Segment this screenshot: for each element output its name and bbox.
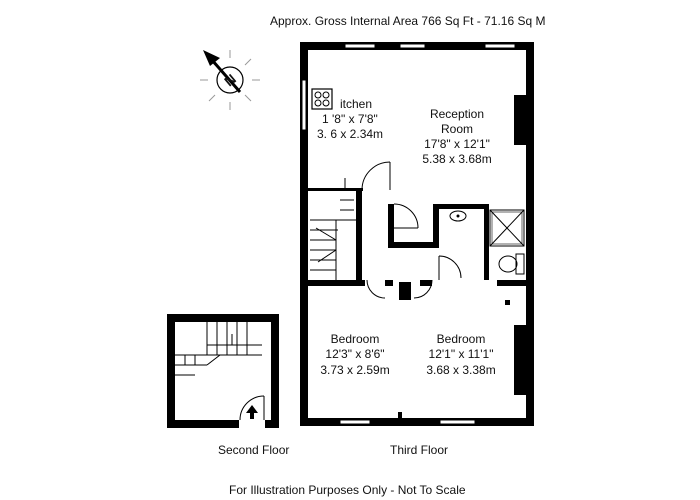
reception-metric: 5.38 x 3.68m <box>422 152 491 166</box>
bedroom1-imperial: 12'3" x 8'6" <box>325 347 384 361</box>
area-label: Approx. Gross Internal Area 766 Sq Ft - … <box>270 14 545 28</box>
bedroom1-name: Bedroom <box>331 332 380 346</box>
window <box>339 419 371 425</box>
bedroom2-imperial: 12'1" x 11'1" <box>429 347 494 361</box>
window <box>484 43 516 49</box>
window <box>301 79 307 131</box>
third-floor-plan: itchen 1 '8" x 7'8" 3. 6 x 2.34m Recepti… <box>300 42 534 426</box>
reception-name-line2: Room <box>441 122 473 136</box>
reception-imperial: 17'8" x 12'1" <box>424 137 490 151</box>
bedroom2-name: Bedroom <box>437 332 486 346</box>
window <box>399 43 426 49</box>
third-floor-label: Third Floor <box>390 443 448 457</box>
compass-icon: N <box>200 50 260 110</box>
kitchen-name: itchen <box>340 97 372 111</box>
staircase <box>310 199 356 282</box>
second-floor-plan <box>167 314 279 428</box>
bedroom2-metric: 3.68 x 3.38m <box>426 363 495 377</box>
second-floor-label: Second Floor <box>218 443 289 457</box>
kitchen-imperial: 1 '8" x 7'8" <box>322 112 378 126</box>
reception-name-line1: Reception <box>430 107 484 121</box>
kitchen-metric: 3. 6 x 2.34m <box>317 127 383 141</box>
window <box>439 419 476 425</box>
bedroom1-metric: 3.73 x 2.59m <box>320 363 389 377</box>
staircase <box>175 322 262 376</box>
disclaimer-label: For Illustration Purposes Only - Not To … <box>229 483 466 497</box>
entrance-arrow-icon <box>246 405 258 419</box>
window <box>344 43 376 49</box>
hob-icon <box>311 88 333 110</box>
